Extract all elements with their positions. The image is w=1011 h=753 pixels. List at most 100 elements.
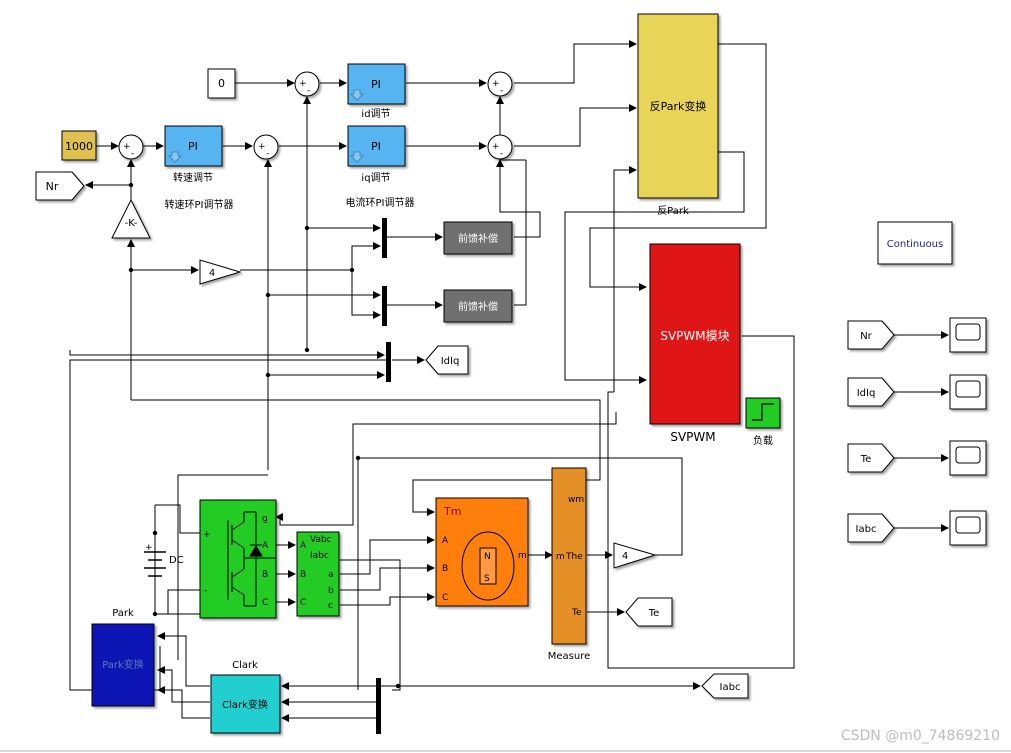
scope-te-block[interactable]: [949, 440, 987, 476]
scope-iabc-block[interactable]: [949, 510, 987, 546]
sum-iq-block[interactable]: + -: [253, 134, 279, 160]
mask-arrow-icon: [350, 151, 364, 163]
measure-label: Measure: [548, 651, 591, 662]
clark-block[interactable]: Clark变换: [210, 674, 281, 734]
feedforward-1-text: 前馈补偿: [458, 232, 498, 245]
watermark-text: CSDN @m0_74869210: [841, 728, 1000, 744]
from-nr-tag[interactable]: Nr: [847, 320, 895, 350]
inverter-g-port: g: [262, 514, 268, 524]
pi-speed-text: PI: [188, 140, 198, 153]
rotor-icon: [479, 547, 497, 585]
from-idiq-tag[interactable]: IdIq: [847, 377, 895, 407]
gain-4-right-text: 4: [622, 551, 628, 562]
nr-goto-tag[interactable]: Nr: [35, 171, 85, 201]
sum-ud-block[interactable]: + -: [487, 71, 513, 97]
meas-vabc-port: Vabc: [310, 535, 332, 545]
nr-goto-text: Nr: [46, 180, 59, 193]
meas-B-port: B: [300, 570, 306, 580]
dc-voltage-source[interactable]: + DC: [144, 543, 184, 577]
from-iabc-text: Iabc: [856, 524, 877, 535]
gain-4-left-block[interactable]: 4: [199, 259, 242, 285]
from-idiq-text: IdIq: [857, 388, 876, 399]
constant-zero-block[interactable]: 0: [207, 68, 236, 99]
constant-1000-block[interactable]: 1000: [61, 130, 97, 161]
scope-icon: [955, 323, 981, 341]
feedforward-2-block[interactable]: 前馈补偿: [443, 289, 513, 323]
inverter-plus-port: +: [203, 530, 211, 540]
inverse-park-block[interactable]: 反Park变换: [637, 13, 719, 199]
mux-idiq[interactable]: [386, 342, 391, 382]
sum-id-plus: +: [299, 79, 307, 89]
sum-id-block[interactable]: + -: [294, 71, 320, 97]
from-te-text: Te: [860, 454, 872, 465]
inverter-block[interactable]: g + - A B C: [199, 499, 277, 619]
sum-ud-plus: +: [492, 79, 500, 89]
te-goto-tag[interactable]: Te: [625, 597, 673, 627]
motor-A-port: A: [442, 536, 449, 546]
from-iabc-tag[interactable]: Iabc: [847, 513, 895, 543]
inverse-park-text: 反Park变换: [650, 99, 707, 113]
gain-4-left-text: 4: [209, 268, 215, 279]
motor-n-pole: N: [484, 552, 491, 562]
junction-dots: [128, 182, 401, 689]
motor-C-port: C: [442, 593, 448, 603]
step-icon: [752, 403, 774, 421]
meas-C-port: C: [300, 598, 306, 608]
te-goto-text: Te: [648, 608, 660, 619]
sum-uq-minus: -: [500, 149, 503, 159]
mux-ff2[interactable]: [382, 286, 387, 326]
meas-b-port: b: [328, 586, 334, 596]
meas-iabc-port: Iabc: [310, 551, 329, 561]
clark-text: Clark变换: [222, 698, 268, 711]
park-block[interactable]: Park变换: [91, 623, 155, 707]
measure-m-port: m: [556, 552, 565, 562]
inverter-c-port: C: [262, 598, 268, 608]
gain-4-right-block[interactable]: 4: [613, 542, 657, 569]
feedforward-2-text: 前馈补偿: [458, 300, 498, 313]
sum-uq-plus: +: [492, 142, 500, 152]
vi-measurement-block[interactable]: Vabc Iabc A B C a b c: [296, 531, 340, 617]
dc-plus: +: [145, 543, 153, 553]
park-text: Park变换: [102, 658, 144, 671]
svpwm-label: SVPWM: [670, 430, 715, 444]
sum-speed-plus: +: [123, 142, 131, 152]
scope-idiq-block[interactable]: [949, 374, 987, 410]
inverse-park-label: 反Park: [657, 205, 689, 217]
feedforward-1-block[interactable]: 前馈补偿: [443, 221, 513, 255]
load-label: 负载: [753, 434, 773, 447]
constant-zero-value: 0: [218, 77, 225, 90]
scope-icon: [955, 516, 981, 534]
load-step-block[interactable]: [745, 397, 781, 429]
meas-c-port: c: [328, 601, 333, 611]
motor-m-port: m: [518, 551, 527, 561]
svpwm-text: SVPWM模块: [660, 329, 729, 343]
demux-iabc[interactable]: [376, 678, 381, 734]
gain-k-block[interactable]: -K-: [111, 198, 151, 239]
pi-speed-block[interactable]: PI: [164, 125, 223, 167]
idiq-goto-text: IdIq: [441, 356, 460, 367]
powergui-continuous-block[interactable]: Continuous: [877, 221, 953, 265]
continuous-text: Continuous: [887, 239, 943, 250]
sum-uq-block[interactable]: + -: [487, 134, 513, 160]
sum-speed-minus: -: [131, 149, 134, 159]
clark-label: Clark: [232, 660, 258, 671]
sum-speed-block[interactable]: + -: [118, 134, 144, 160]
mux-ff1[interactable]: [382, 218, 387, 258]
meas-a-port: a: [328, 570, 334, 580]
pi-id-block[interactable]: PI: [347, 63, 406, 105]
idiq-goto-tag[interactable]: IdIq: [425, 345, 469, 375]
scope-icon: [955, 446, 981, 464]
from-te-tag[interactable]: Te: [847, 443, 895, 473]
scope-nr-block[interactable]: [949, 317, 987, 353]
motor-tm-port: Tm: [443, 505, 461, 518]
inverter-b-port: B: [262, 570, 268, 580]
iabc-goto-tag[interactable]: Iabc: [701, 673, 749, 699]
pmsm-motor-block[interactable]: N S Tm A B C m: [435, 497, 529, 607]
pi-iq-block[interactable]: PI: [347, 125, 406, 167]
svpwm-block[interactable]: SVPWM模块: [649, 243, 741, 425]
measure-block[interactable]: wm m The Te: [551, 467, 587, 645]
scope-icon: [955, 380, 981, 398]
measure-wm-port: wm: [568, 495, 584, 505]
